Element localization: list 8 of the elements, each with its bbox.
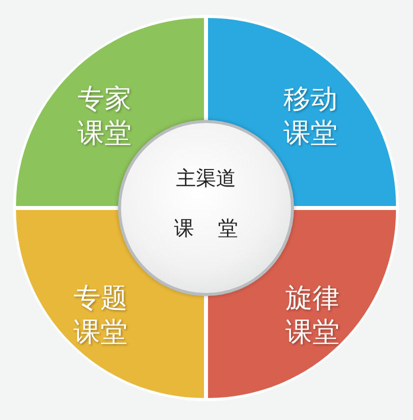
center-label: 主渠道 xyxy=(175,165,237,192)
segment-label: 专家课堂 xyxy=(76,83,132,151)
segment-label: 专题课堂 xyxy=(72,282,128,350)
quadrant-segment xyxy=(208,210,396,398)
segment-label: 旋律课堂 xyxy=(284,282,340,350)
quadrant-segment xyxy=(16,210,204,398)
segment-label: 移动课堂 xyxy=(282,83,338,151)
center-label: 课堂 xyxy=(173,215,263,242)
